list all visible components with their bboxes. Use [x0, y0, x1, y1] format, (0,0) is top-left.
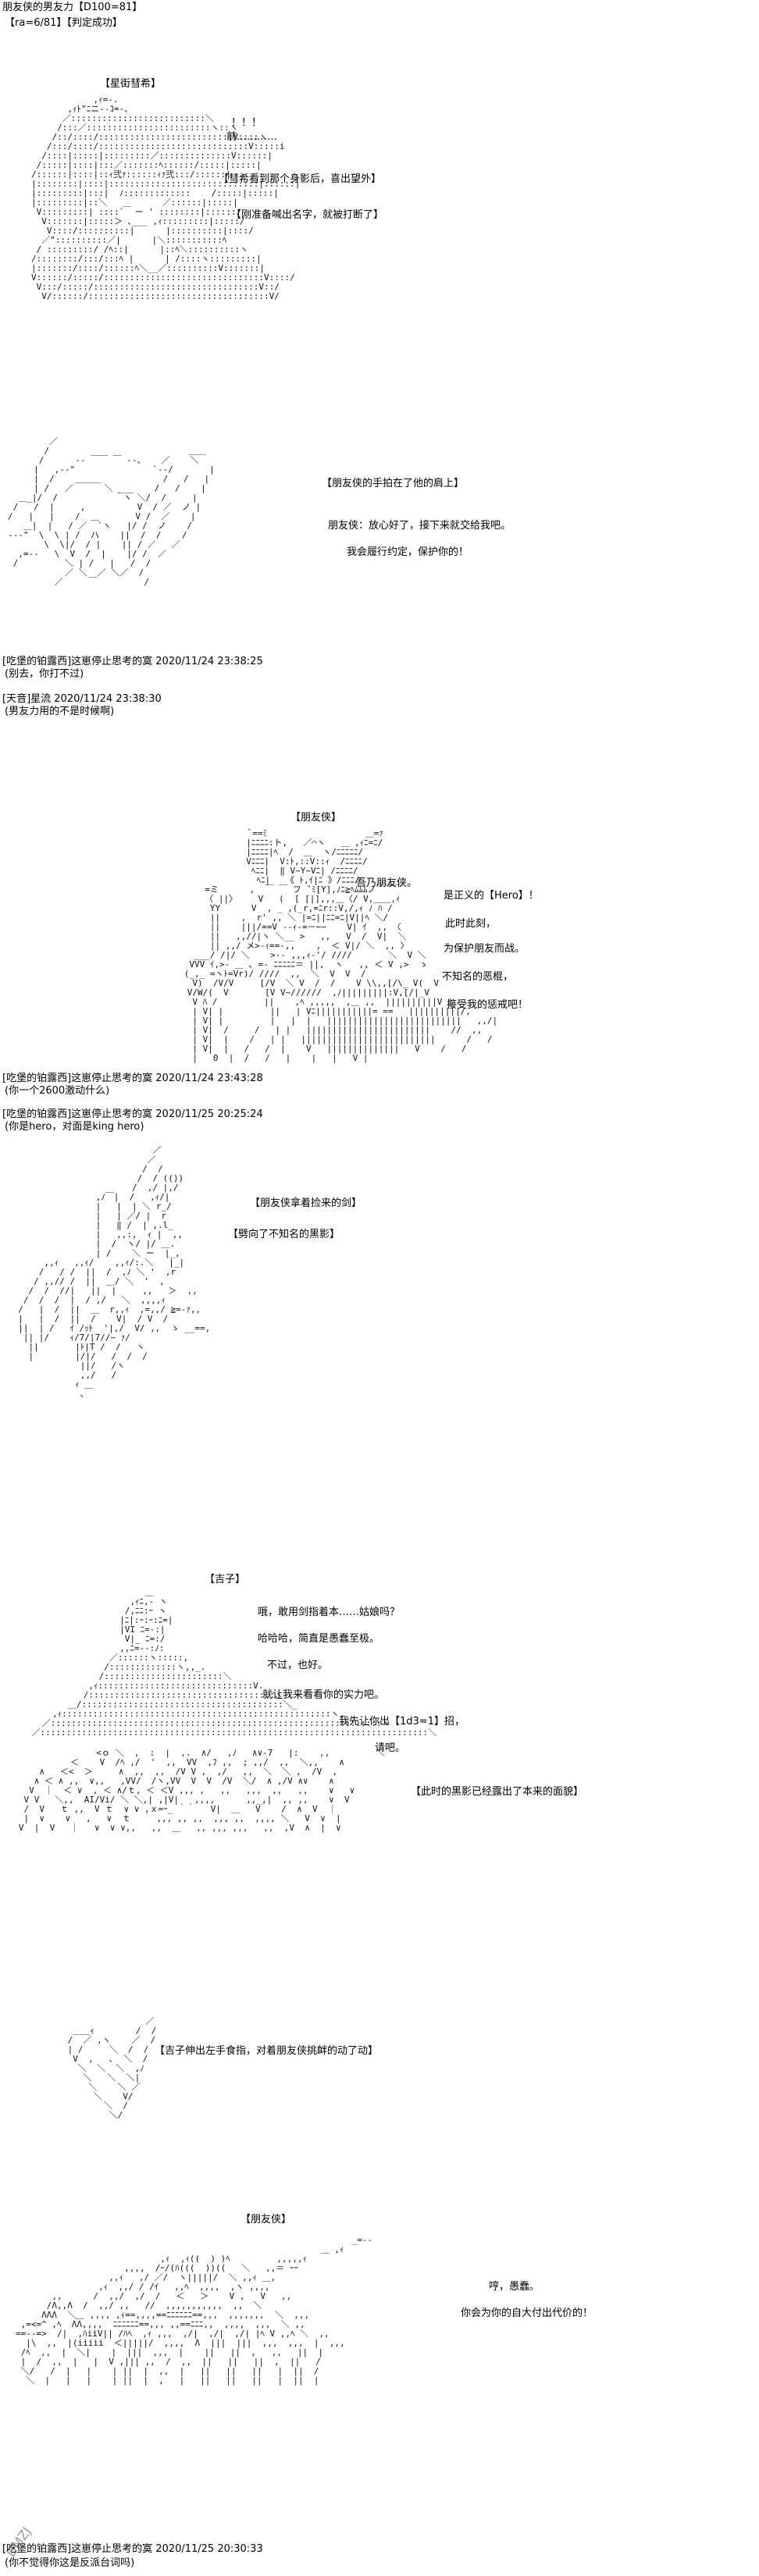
dice-judge: 【ra=6/81】【判定成功】 — [5, 17, 123, 29]
speech-text: 朋友侠：放心好了，接下来就交给我吧。 — [328, 520, 511, 532]
ascii-art-sword: ／ ／ / / / / (()) / ,/ |,/ ,ﾉ￣| / ,ｨ/| | … — [18, 1145, 211, 1399]
speech-text: 我先让你出【1d3=1】招， — [339, 1716, 465, 1727]
post-comment: (你不觉得你这是反派台词吗) — [5, 2557, 135, 2569]
ascii-art-hero: ﾞ==ﾐ ＿=ｧ |ﾆﾆﾆﾆ:ト, ／⌒ヽ ＿ ,ｨﾆ=ﾆ/ |ﾆﾆﾆﾆ|ﾍ /… — [184, 828, 428, 979]
ascii-art-yoshiko: ＿ ,ｨﾆ,- ヽ /,ﾆﾆ:ｰ ヽ |ﾆ|:ｰ:ｰ:ﾆ=| |VI ﾆ=-:|… — [31, 1587, 437, 1738]
ascii-art-hero-attack: _=-- ＿ ,ｨ ,ｨ ,ｨ(( ) )ﾍ ,,,,,ｨ ,,,, /ｰ/(ﾊ… — [16, 2235, 372, 2386]
post-meta: [天音]星流 2020/11/24 23:38:30 — [2, 693, 162, 705]
speech-text: 前………… — [226, 131, 278, 143]
post-meta: [吃堡的铂露西]这崽停止思考的寞 2020/11/24 23:43:28 — [2, 1073, 263, 1084]
ascii-art-finger: ／ ＿＿ｨ / / / ／ ,ヽ ／ / | / ＼ / / V , ､ ＼ /… — [67, 2016, 157, 2120]
speech-text: 吾乃朋友侠。 — [356, 877, 418, 889]
exclaim-text: ！！！ — [231, 117, 262, 129]
speaker-label: 【星街彗希】 — [100, 78, 162, 90]
speech-text: 就让我来看看你的实力吧。 — [262, 1689, 385, 1701]
post-comment: (你一个2600激动什么) — [5, 1085, 110, 1097]
ascii-art-hand: ／ / ＿＿ / -‐ ￣￣ ￣ ‐-、 ／ ＼ | ,-‐" `‐-/ | |… — [8, 436, 215, 587]
dice-result: 朋友侠的男友力【D100=81】 — [2, 2, 143, 13]
speech-text: 我会履行约定，保护你的！ — [347, 546, 469, 558]
narration-text: 【彗希看到那个身影后，喜出望外】 — [219, 173, 382, 185]
post-meta: [吃堡的铂露西]这崽停止思考的寞 2020/11/24 23:38:25 — [2, 656, 263, 667]
narration-text: 【此时的黑影已经露出了本来的面貌】 — [411, 1786, 584, 1798]
narration-text: 【朋友侠的手拍在了他的肩上】 — [322, 478, 465, 489]
narration-text: 【朋友侠拿着捡来的剑】 — [250, 1197, 362, 1209]
ascii-art-hero-legs: V) /V/V [/V ＼ V / / V \\,,[/\_ V( V V/W/… — [187, 978, 498, 1063]
post-comment: (别去，你打不过) — [5, 668, 84, 680]
post-comment: (你是hero，对面是king hero) — [5, 1121, 144, 1133]
speech-text: 哈哈哈，简直是愚蠢至极。 — [258, 1633, 380, 1645]
post-comment: (男友力用的不是时候啊) — [5, 706, 115, 717]
speech-text: 请吧。 — [375, 1742, 406, 1754]
speech-text: 接受我的惩戒吧！ — [447, 999, 529, 1011]
ascii-art-character: ,ｨ=-. ,ｨﾄ"ﾆニ--ｺ=-、 ／::::::::::::::::::::… — [31, 94, 301, 301]
speech-text: 为保护朋友而战。 — [444, 943, 526, 955]
speaker-label: 【朋友侠】 — [290, 812, 342, 824]
speech-text: 不知名的恶棍， — [442, 971, 514, 983]
post-meta: [吃堡的铂露西]这崽停止思考的寞 2020/11/25 20:30:33 — [2, 2543, 263, 2555]
speech-text: 哦，敢用剑指着本……姑娘吗？ — [258, 1606, 401, 1618]
post-meta: [吃堡的铂露西]这崽停止思考的寞 2020/11/25 20:25:24 — [2, 1108, 263, 1120]
speech-text: 哼，愚蠢。 — [489, 2281, 540, 2293]
ascii-art-yoshiko-body: <ｏ ＼ , : | ,. ∧/ ,ﾉ ∧∨-7 |: ,, ＼ ＜ V /ﾍ … — [18, 1748, 385, 1833]
speech-text: 是正义的【Hero】！ — [444, 890, 539, 902]
speech-text: 此时此刻， — [445, 918, 497, 930]
speaker-label: 【朋友侠】 — [241, 2214, 292, 2226]
narration-text: 【刚准备喊出名字，就被打断了】 — [231, 209, 384, 221]
narration-text: 【吉子伸出左手食指，对着朋友侠挑衅的动了动】 — [155, 2045, 379, 2057]
speaker-label: 【吉子】 — [205, 1574, 246, 1585]
speech-text: 你会为你的自大付出代价的！ — [461, 2307, 593, 2319]
speech-text: 不过，也好。 — [267, 1660, 329, 1671]
narration-text: 【劈向了不知名的黑影】 — [228, 1229, 340, 1240]
